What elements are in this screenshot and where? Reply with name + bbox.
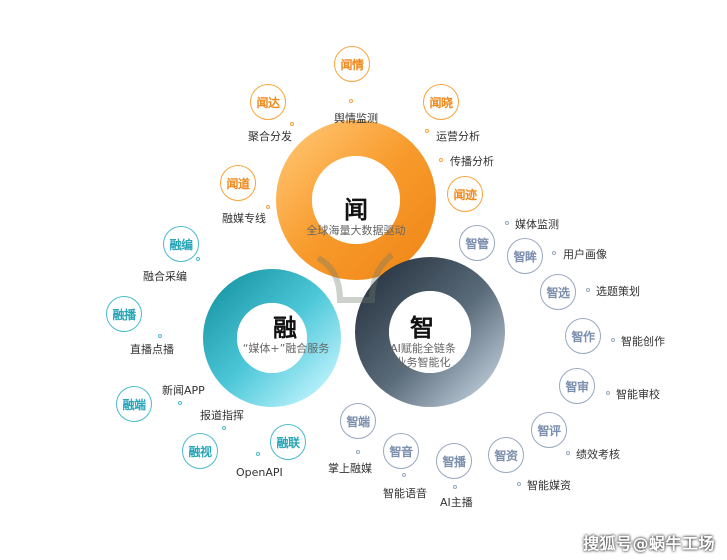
dot-rong-duan — [178, 401, 182, 405]
dot-rong-bian — [196, 257, 200, 261]
hub-rong-title: 融 — [273, 314, 297, 342]
label-zhi-mou: 用户画像 — [563, 248, 607, 261]
watermark: 搜狐号@蜗牛工场 — [582, 534, 715, 553]
bubble-rong-duan[interactable]: 融端 — [116, 386, 152, 422]
dot-zhi-zi — [517, 482, 521, 486]
bubble-zhi-xuan[interactable]: 智选 — [540, 274, 576, 310]
bubble-wen-qing[interactable]: 闻情 — [334, 46, 370, 82]
dot-zhi-ping — [566, 451, 570, 455]
label-rong-bian: 融合采编 — [143, 270, 187, 283]
ring-wen — [276, 120, 436, 280]
label-wen-ji: 传播分析 — [450, 155, 494, 168]
label-rong-shi: 报道指挥 — [200, 409, 244, 422]
bubble-wen-xiao[interactable]: 闻晓 — [423, 84, 459, 120]
hub-wen-title: 闻 — [344, 196, 368, 224]
label-zhi-zuo: 智能创作 — [621, 335, 665, 348]
dot-zhi-duan — [356, 450, 360, 454]
label-rong-lian: OpenAPI — [236, 466, 283, 479]
label-zhi-guan: 媒体监测 — [515, 218, 559, 231]
bubble-zhi-guan[interactable]: 智管 — [459, 225, 495, 261]
dot-zhi-shen — [606, 391, 610, 395]
bubble-rong-bo[interactable]: 融播 — [106, 296, 142, 332]
bubble-wen-da[interactable]: 闻达 — [250, 84, 286, 120]
dot-zhi-guan — [505, 221, 509, 225]
hub-rong-disk — [237, 303, 307, 373]
dot-wen-dao — [266, 205, 270, 209]
dot-wen-xiao — [425, 129, 429, 133]
label-wen-xiao: 运营分析 — [436, 130, 480, 143]
bubble-zhi-duan[interactable]: 智端 — [340, 403, 376, 439]
hub-wen-disk — [312, 156, 400, 244]
bubble-zhi-zi[interactable]: 智资 — [488, 437, 524, 473]
dot-zhi-mou — [552, 251, 556, 255]
label-zhi-shen: 智能审校 — [616, 388, 660, 401]
label-rong-bo: 直播点播 — [130, 343, 174, 356]
dot-zhi-yin — [402, 473, 406, 477]
label-rong-duan: 新闻APP — [162, 384, 205, 397]
dot-rong-bo — [158, 334, 162, 338]
ring-overlap — [316, 252, 394, 303]
bubble-zhi-yin[interactable]: 智音 — [383, 433, 419, 469]
label-zhi-ping: 绩效考核 — [576, 448, 620, 461]
hub-rong-subtitle: “媒体+”融合服务 — [242, 342, 330, 355]
dot-zhi-bo — [453, 485, 457, 489]
bubble-zhi-ping[interactable]: 智评 — [531, 412, 567, 448]
ring-rong — [203, 269, 341, 407]
dot-wen-ji — [439, 158, 443, 162]
label-wen-dao: 融媒专线 — [222, 212, 266, 225]
hub-zhi-subtitle: AI赋能全链条业务智能化 — [390, 342, 456, 369]
label-wen-qing: 舆情监测 — [334, 112, 378, 125]
dot-wen-da — [290, 122, 294, 126]
dot-zhi-zuo — [611, 338, 615, 342]
bubble-wen-ji[interactable]: 闻迹 — [447, 176, 483, 212]
label-zhi-bo: AI主播 — [440, 496, 473, 509]
label-zhi-xuan: 选题策划 — [596, 285, 640, 298]
dot-rong-shi — [222, 426, 226, 430]
label-zhi-zi: 智能媒资 — [527, 479, 571, 492]
dot-wen-qing — [349, 99, 353, 103]
hub-zhi-title: 智 — [410, 314, 434, 342]
ring-zhi — [355, 257, 505, 407]
hub-wen-subtitle: 全球海量大数据驱动 — [306, 224, 406, 237]
label-wen-da: 聚合分发 — [248, 130, 292, 143]
hub-zhi-disk — [389, 291, 471, 373]
dot-rong-lian — [256, 452, 260, 456]
bubble-rong-shi[interactable]: 融视 — [182, 433, 218, 469]
label-zhi-yin: 智能语音 — [383, 487, 427, 500]
bubble-zhi-mou[interactable]: 智眸 — [507, 238, 543, 274]
bubble-rong-lian[interactable]: 融联 — [270, 424, 306, 460]
bubble-zhi-zuo[interactable]: 智作 — [565, 318, 601, 354]
dot-zhi-xuan — [586, 288, 590, 292]
bubble-zhi-bo[interactable]: 智播 — [436, 443, 472, 479]
bubble-wen-dao[interactable]: 闻道 — [220, 165, 256, 201]
bubble-rong-bian[interactable]: 融编 — [163, 226, 199, 262]
bubble-zhi-shen[interactable]: 智审 — [559, 368, 595, 404]
label-zhi-duan: 掌上融媒 — [328, 462, 372, 475]
